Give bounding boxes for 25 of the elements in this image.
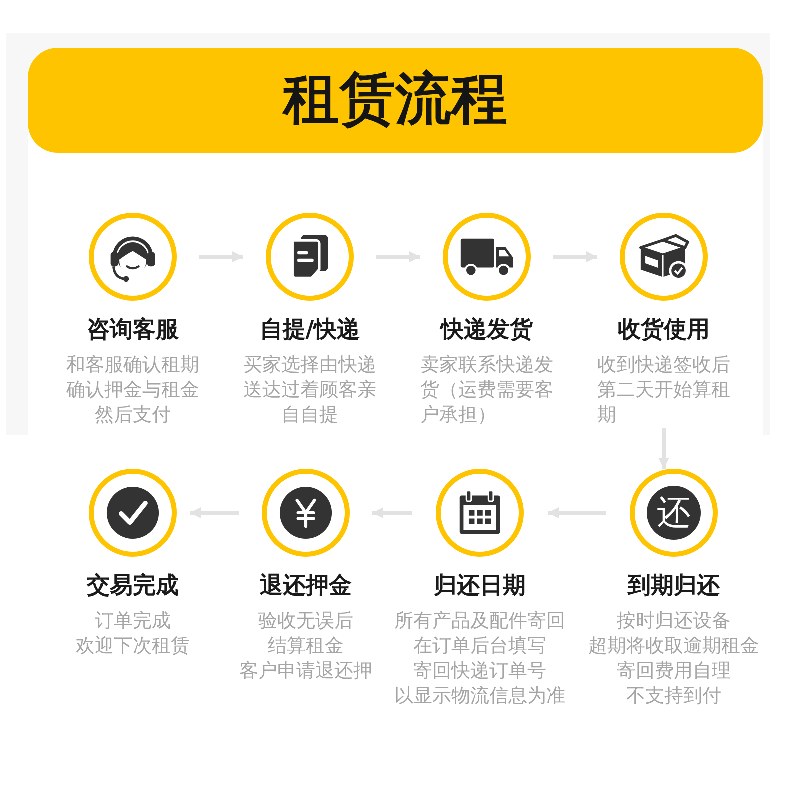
step-title: 退还押金 [260, 572, 352, 601]
step-description: 验收无误后结算租金客户申请退还押 [240, 609, 372, 684]
step-description: 买家选择由快递送达过着顾客亲自自提 [244, 353, 376, 428]
step-title: 交易完成 [87, 572, 179, 601]
step-description: 所有产品及配件寄回在订单后台填写寄回快递订单号以显示物流信息为准 [394, 609, 566, 709]
arrow [372, 508, 412, 518]
step-description: 订单完成欢迎下次租赁 [76, 609, 190, 659]
arrow [190, 508, 240, 518]
step-title: 咨询客服 [87, 316, 179, 345]
step-description: 和客服确认租期确认押金与租金然后支付 [66, 353, 200, 428]
step-description: 按时归还设备超期将收取逾期租金寄回费用自理不支持到付 [588, 609, 760, 709]
step-title: 自提/快递 [260, 316, 360, 345]
arrow [658, 428, 670, 469]
step-title: 快递发货 [441, 316, 533, 345]
step-title: 到期归还 [628, 572, 720, 601]
step-description: 卖家联系快递发货（运费需要客户承担） [420, 353, 554, 428]
diagram-title: 租赁流程 [284, 68, 508, 133]
step-title: 收货使用 [618, 316, 710, 345]
arrow [376, 252, 420, 262]
arrow [200, 252, 244, 262]
step-title: 归还日期 [434, 572, 526, 601]
arrow [548, 508, 606, 518]
step-description: 收到快递签收后第二天开始算租期 [598, 353, 730, 428]
return-character: 还 [647, 486, 701, 540]
arrow [554, 252, 598, 262]
